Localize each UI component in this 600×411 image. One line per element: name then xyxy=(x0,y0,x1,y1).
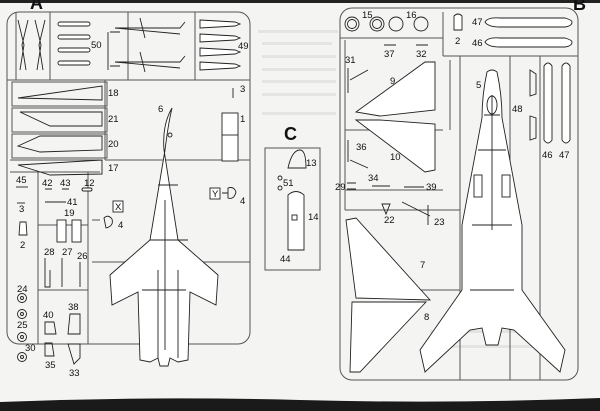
page-edge xyxy=(0,398,600,411)
part-label-3-top: 3 xyxy=(240,84,245,95)
part-label-33: 33 xyxy=(69,368,80,379)
part-label-6: 6 xyxy=(158,104,163,115)
missiles-49 xyxy=(199,19,242,71)
part-label-45: 45 xyxy=(16,175,27,186)
part-label-36: 36 xyxy=(356,142,367,153)
part-label-44: 44 xyxy=(280,254,291,265)
part-label-3: 3 xyxy=(19,204,24,215)
part-label-7: 7 xyxy=(420,260,425,271)
part-label-17: 17 xyxy=(108,163,119,174)
sprue-c-frame xyxy=(264,147,321,271)
part-label-46: 46 xyxy=(472,38,483,49)
part-label-35: 35 xyxy=(45,360,56,371)
fuselage-lower-part-6 xyxy=(109,107,219,367)
sprue-c-letter: C xyxy=(284,124,297,144)
part-2-b xyxy=(453,13,463,31)
part-label-31: 31 xyxy=(345,55,356,66)
part-label-46-b: 46 xyxy=(542,150,553,161)
part-label-32: 32 xyxy=(416,49,427,60)
fuselage-upper-part-5 xyxy=(419,69,566,373)
part-label-50: 50 xyxy=(91,40,102,51)
part-10 xyxy=(354,119,436,173)
marker-x-label: X xyxy=(115,202,122,213)
part-label-48: 48 xyxy=(512,104,523,115)
part-label-42: 42 xyxy=(42,178,53,189)
part-label-15: 15 xyxy=(362,10,373,21)
part-label-49: 49 xyxy=(238,41,249,52)
part-label-20: 20 xyxy=(108,139,119,150)
part-label-38: 38 xyxy=(68,302,79,313)
sprue-a-letter: A xyxy=(30,0,43,13)
part-label-26: 26 xyxy=(77,251,88,262)
part-17 xyxy=(17,159,103,176)
part-7 xyxy=(345,217,432,301)
missiles-large xyxy=(107,17,186,73)
part-1 xyxy=(221,112,239,162)
part-label-10: 10 xyxy=(390,152,401,163)
sprue-b-frame xyxy=(339,7,579,381)
part-label-2-b: 2 xyxy=(455,36,460,47)
part-21 xyxy=(19,111,103,127)
part-label-28: 28 xyxy=(44,247,55,258)
part-label-9: 9 xyxy=(390,76,395,87)
part-label-19: 19 xyxy=(64,208,75,219)
part-label-47: 47 xyxy=(472,17,483,28)
part-label-24: 24 xyxy=(17,284,28,295)
part-20 xyxy=(16,135,103,153)
part-46 xyxy=(484,37,573,48)
rails-50 xyxy=(57,21,91,66)
part-label-21: 21 xyxy=(108,114,119,125)
part-14 xyxy=(287,191,305,251)
part-label-14: 14 xyxy=(308,212,319,223)
part-8 xyxy=(349,301,428,373)
part-label-22: 22 xyxy=(384,215,395,226)
part-label-5: 5 xyxy=(476,80,481,91)
part-2 xyxy=(18,221,28,236)
sprue-a: A 50 49 18 21 xyxy=(6,0,251,379)
part-label-12: 12 xyxy=(84,178,95,189)
marker-y xyxy=(209,187,221,200)
sprue-c: C 13 51 14 44 xyxy=(264,124,321,271)
part-label-2: 2 xyxy=(20,240,25,251)
part-13 xyxy=(287,149,307,169)
part-9 xyxy=(354,61,436,117)
part-label-34: 34 xyxy=(368,173,379,184)
part-label-16: 16 xyxy=(406,10,417,21)
part-label-4-y: 4 xyxy=(240,196,245,207)
part-label-23: 23 xyxy=(434,217,445,228)
sprue-b: B 15 16 2 47 46 37 32 31 9 10 36 xyxy=(335,0,586,381)
part-label-1: 1 xyxy=(240,114,245,125)
part-label-18: 18 xyxy=(108,88,119,99)
part-label-27: 27 xyxy=(62,247,73,258)
part-label-37: 37 xyxy=(384,49,395,60)
marker-y-label: Y xyxy=(212,189,219,200)
part-label-41: 41 xyxy=(67,197,78,208)
part-label-30: 30 xyxy=(25,343,36,354)
part-47 xyxy=(484,17,573,28)
part-label-40: 40 xyxy=(43,310,54,321)
sprue-b-letter: B xyxy=(573,0,586,14)
part-label-25: 25 xyxy=(17,320,28,331)
part-label-4-x: 4 xyxy=(118,220,123,231)
part-label-51: 51 xyxy=(283,178,294,189)
part-label-47-b: 47 xyxy=(559,150,570,161)
part-label-39: 39 xyxy=(426,182,437,193)
part-label-13: 13 xyxy=(306,158,317,169)
part-label-8: 8 xyxy=(424,312,429,323)
part-18 xyxy=(17,85,103,101)
missile-group-left xyxy=(17,19,46,71)
marker-x xyxy=(112,200,124,213)
part-label-43: 43 xyxy=(60,178,71,189)
part-label-29: 29 xyxy=(335,182,346,193)
